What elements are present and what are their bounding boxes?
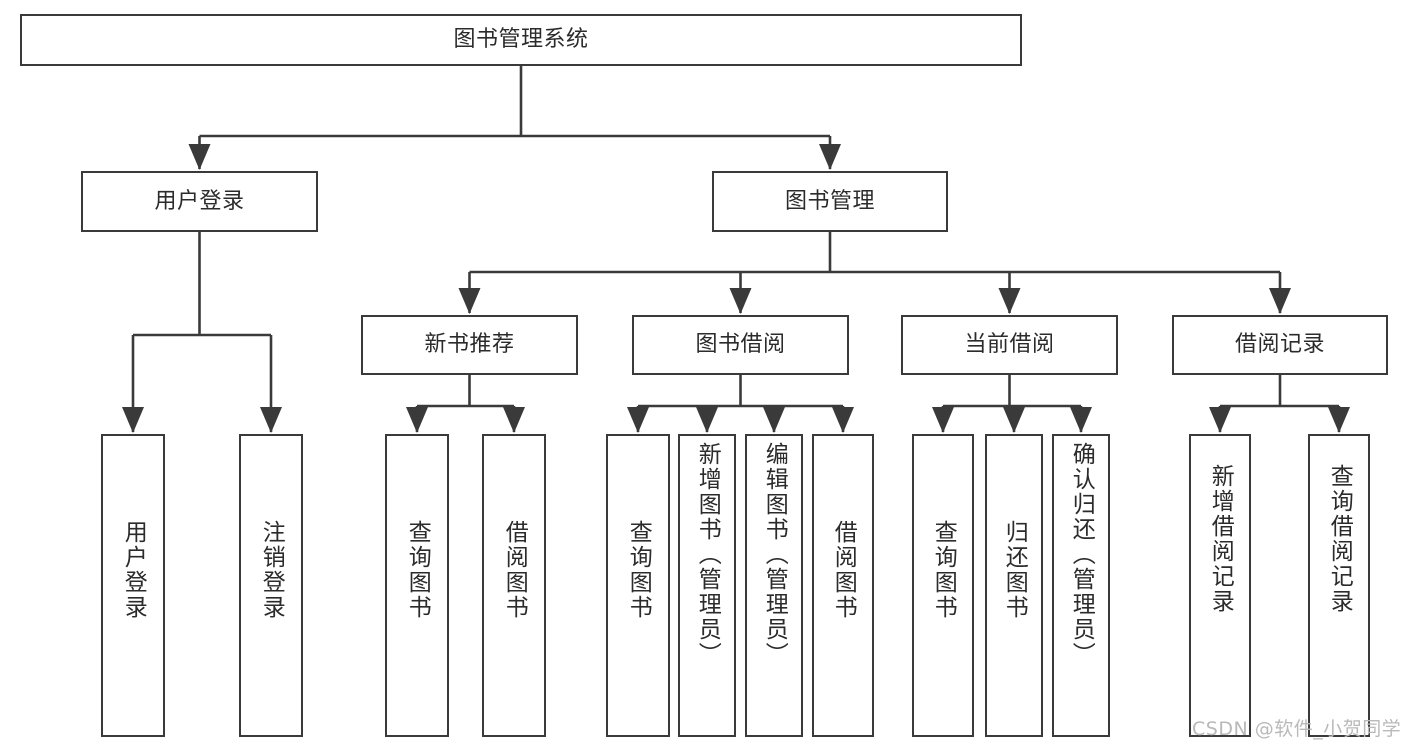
- node-label: 归还图书: [1001, 520, 1028, 620]
- node-label: 查询图书: [625, 520, 652, 620]
- node-leaf-borrow-book-2[interactable]: 借阅图书: [812, 434, 874, 737]
- node-leaf-edit-book[interactable]: 编辑图书（管理员）: [745, 434, 803, 737]
- node-label: 查询图书: [404, 520, 431, 620]
- node-book-manage[interactable]: 图书管理: [712, 171, 948, 232]
- node-label: 新增借阅记录: [1207, 464, 1234, 614]
- node-user-login[interactable]: 用户登录: [81, 171, 318, 232]
- node-leaf-user-login[interactable]: 用户登录: [101, 434, 165, 737]
- node-label: 新书推荐: [424, 332, 515, 358]
- node-current-borrow[interactable]: 当前借阅: [901, 315, 1118, 375]
- node-label: 查询借阅记录: [1326, 464, 1353, 614]
- node-label: 图书管理: [784, 188, 875, 214]
- node-label: 图书借阅: [695, 332, 786, 358]
- node-label: 确认归还（管理员）: [1068, 442, 1095, 667]
- node-label: 图书管理系统: [453, 27, 589, 53]
- node-label: 当前借阅: [964, 332, 1055, 358]
- node-label: 借阅记录: [1234, 332, 1325, 358]
- node-new-book-recommend[interactable]: 新书推荐: [361, 315, 578, 375]
- node-label: 借阅图书: [501, 520, 528, 620]
- node-leaf-borrow-book-1[interactable]: 借阅图书: [482, 434, 546, 737]
- node-leaf-add-book[interactable]: 新增图书（管理员）: [678, 434, 736, 737]
- node-borrow-record[interactable]: 借阅记录: [1172, 315, 1388, 375]
- node-label: 注销登录: [258, 520, 285, 620]
- csdn-watermark: CSDN @软件_小贺同学: [1192, 718, 1402, 740]
- node-book-borrow[interactable]: 图书借阅: [632, 315, 849, 375]
- node-leaf-query-book-1[interactable]: 查询图书: [385, 434, 449, 737]
- node-label: 编辑图书（管理员）: [761, 442, 788, 667]
- node-leaf-query-record[interactable]: 查询借阅记录: [1308, 434, 1370, 737]
- node-label: 借阅图书: [830, 520, 857, 620]
- node-leaf-user-logout[interactable]: 注销登录: [239, 434, 303, 737]
- node-leaf-query-book-2[interactable]: 查询图书: [606, 434, 670, 737]
- node-leaf-query-book-3[interactable]: 查询图书: [912, 434, 974, 737]
- node-leaf-add-record[interactable]: 新增借阅记录: [1189, 434, 1251, 737]
- node-leaf-confirm-return[interactable]: 确认归还（管理员）: [1052, 434, 1110, 737]
- node-label: 新增图书（管理员）: [694, 442, 721, 667]
- node-label: 用户登录: [154, 188, 245, 214]
- node-leaf-return-book[interactable]: 归还图书: [985, 434, 1043, 737]
- node-label: 用户登录: [120, 520, 147, 620]
- node-root[interactable]: 图书管理系统: [20, 14, 1022, 66]
- node-label: 查询图书: [930, 520, 957, 620]
